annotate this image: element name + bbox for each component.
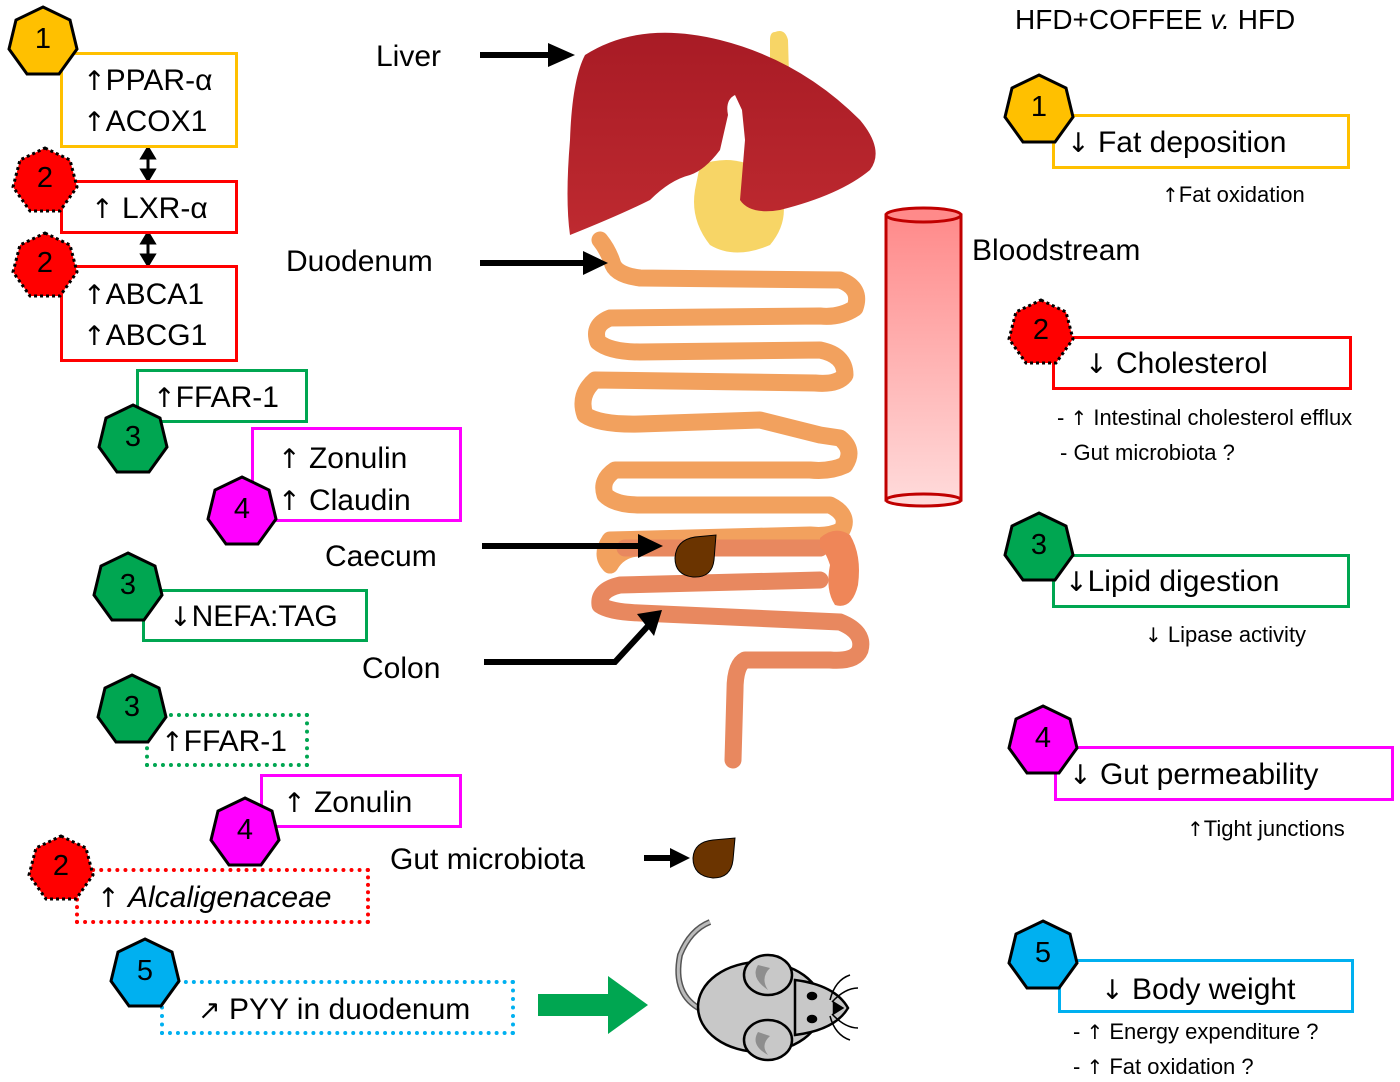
liver-gene-box: ↑PPAR-α ↑ACOX1	[60, 52, 238, 148]
badge-4-duodenum: 4	[203, 474, 281, 552]
note-lipase-activity: ↓ Lipase activity	[1145, 622, 1307, 647]
alcaligenaceae-box: ↑ Alcaligenaceae	[75, 868, 370, 924]
note-fat-oxidation: ↑Fat oxidation	[1162, 182, 1305, 207]
nefa-tag-box: ↓NEFA:TAG	[142, 589, 368, 642]
small-intestine-shape	[574, 231, 866, 574]
arrowheads	[548, 43, 690, 868]
ffar1-duodenum-box: ↑FFAR-1	[136, 369, 308, 423]
badge-2-outcome: 2	[1002, 295, 1080, 373]
badge-3-nefa: 3	[89, 550, 167, 628]
outcome-body-weight-title: ↓ Body weight	[1101, 973, 1296, 1006]
label-colon: Colon	[362, 652, 441, 685]
pyy-box: ↗ PYY in duodenum	[160, 980, 515, 1035]
colon-shape	[591, 539, 870, 769]
green-arrow-icon	[538, 976, 648, 1034]
badge-5-pyy: 5	[106, 936, 184, 1014]
pyy-text: ↗ PYY in duodenum	[198, 993, 471, 1026]
label-gut-microbiota: Gut microbiota	[390, 843, 586, 876]
badge-5-outcome: 5	[1004, 918, 1082, 996]
gut-microbiota-icon	[692, 837, 736, 879]
gene-abcg1: ↑ABCG1	[83, 319, 208, 352]
nefa-tag-text: ↓NEFA:TAG	[169, 600, 338, 633]
label-bloodstream: Bloodstream	[972, 234, 1141, 267]
gene-acox1: ↑ACOX1	[83, 105, 208, 138]
badge-1-outcome: 1	[1000, 72, 1078, 150]
badge-3-ffar1-colon: 3	[93, 672, 171, 750]
alcaligenaceae-text: ↑ Alcaligenaceae	[97, 881, 332, 914]
label-duodenum: Duodenum	[286, 245, 433, 278]
note-energy-expenditure: - ↑ Energy expenditure ?	[1073, 1019, 1319, 1044]
zonulin-colon-text: ↑ Zonulin	[283, 786, 413, 819]
microbiota-icon	[674, 534, 717, 578]
zonulin-duodenum-text: ↑ Zonulin	[278, 442, 408, 475]
outcome-lipid-digestion-box: ↓Lipid digestion	[1052, 554, 1350, 608]
note-tight-junctions: ↑Tight junctions	[1187, 816, 1345, 841]
gene-lxr-alpha: ↑ LXR-α	[91, 192, 208, 225]
abc-gene-box: ↑ABCA1 ↑ABCG1	[60, 265, 238, 362]
ffar1-colon-text: ↑FFAR-1	[161, 725, 287, 758]
label-liver: Liver	[376, 40, 442, 73]
bloodstream-cylinder	[884, 206, 963, 508]
outcome-cholesterol-title: ↓ Cholesterol	[1085, 347, 1268, 380]
gene-abca1: ↑ABCA1	[83, 278, 205, 311]
note-fat-oxidation-2: - ↑ Fat oxidation ?	[1073, 1054, 1254, 1079]
outcome-body-weight-box: ↓ Body weight	[1058, 959, 1354, 1013]
badge-2-alcaligenaceae: 2	[22, 831, 100, 909]
caecum-shape	[820, 530, 859, 606]
badge-4-colon: 4	[206, 795, 284, 873]
outcome-cholesterol-box: ↓ Cholesterol	[1052, 336, 1352, 390]
label-caecum: Caecum	[325, 540, 437, 573]
badge-4-outcome: 4	[1004, 703, 1082, 781]
badge-2-lxr: 2	[6, 143, 84, 221]
double-arrow-icons	[139, 145, 157, 268]
mouse-icon	[675, 919, 859, 1062]
lxr-gene-box: ↑ LXR-α	[60, 180, 238, 234]
outcome-gut-permeability-title: ↓ Gut permeability	[1069, 758, 1319, 791]
claudin-duodenum-text: ↑ Claudin	[278, 484, 411, 517]
tight-junction-duodenum-box: ↑ Zonulin ↑ Claudin	[251, 427, 462, 522]
organ-pointer-arrows	[480, 52, 672, 861]
outcome-fat-deposition-box: ↓ Fat deposition	[1052, 114, 1350, 169]
outcome-lipid-digestion-title: ↓Lipid digestion	[1065, 565, 1280, 598]
comparison-title: HFD+COFFEE v. HFD	[1015, 4, 1296, 35]
badge-3-outcome: 3	[1000, 510, 1078, 588]
zonulin-colon-box: ↑ Zonulin	[260, 774, 462, 828]
ffar1-duodenum-text: ↑FFAR-1	[153, 381, 279, 414]
liver-shape	[567, 32, 876, 236]
note-intestinal-cholesterol-efflux: - ↑ Intestinal cholesterol efflux	[1057, 405, 1353, 430]
outcome-gut-permeability-box: ↓ Gut permeability	[1054, 746, 1394, 801]
badge-1-liver: 1	[4, 4, 82, 82]
gene-ppar-alpha: ↑PPAR-α	[83, 64, 213, 97]
note-gut-microbiota: - Gut microbiota ?	[1060, 440, 1235, 465]
outcome-fat-deposition-title: ↓ Fat deposition	[1067, 126, 1287, 159]
badge-2-abc: 2	[6, 228, 84, 306]
badge-3-ffar1-duodenum: 3	[94, 402, 172, 480]
